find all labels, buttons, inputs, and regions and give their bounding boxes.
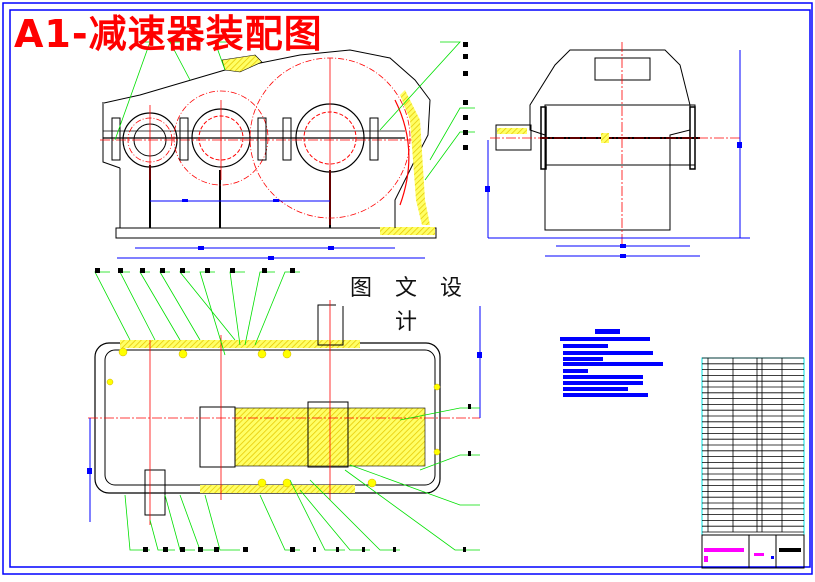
leader-lines — [94, 41, 480, 551]
outer-border — [2, 2, 813, 575]
title-block — [701, 534, 805, 569]
balloon-markers — [95, 42, 471, 552]
top-section-view — [87, 300, 482, 525]
front-view — [100, 49, 437, 260]
side-view — [485, 42, 750, 258]
drawing-title: A1-减速器装配图 — [14, 12, 323, 56]
parts-list-table — [701, 357, 805, 569]
technical-requirements — [560, 329, 663, 397]
inner-border — [9, 9, 811, 568]
watermark: 图 文 设 计 — [336, 272, 484, 335]
